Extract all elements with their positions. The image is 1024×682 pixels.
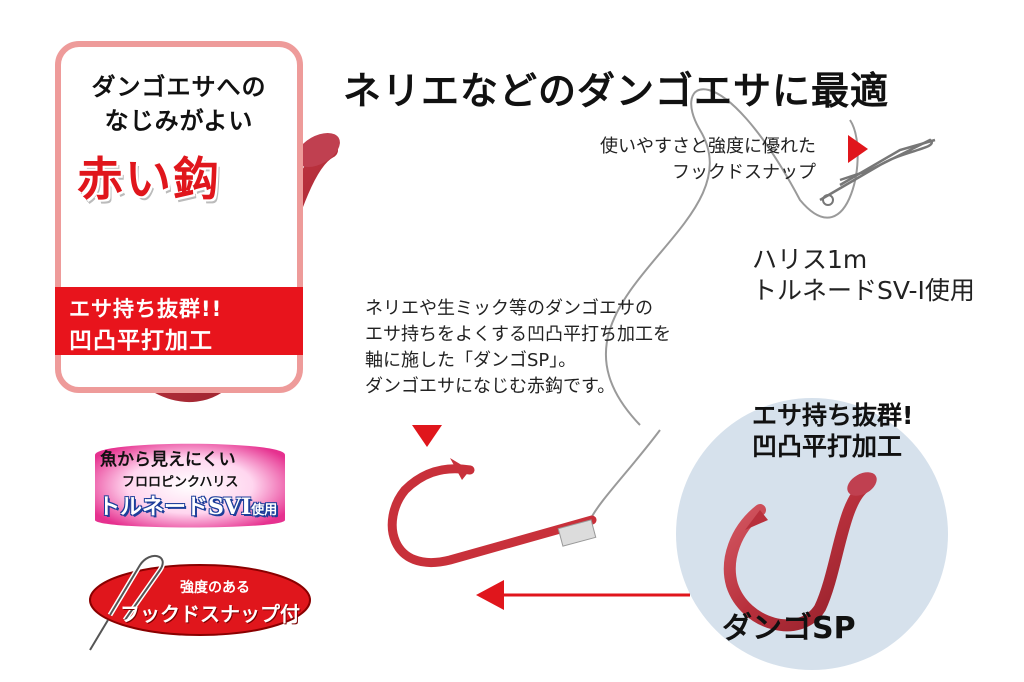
arrow-left-graphic	[476, 580, 690, 610]
badge-line1: 魚から見えにくい	[100, 450, 236, 470]
snap-badge-graphic	[89, 553, 311, 651]
strength-line2: 凹凸平打加工	[752, 432, 903, 462]
snap-badge-line2: フックドスナップ付	[120, 602, 300, 626]
snap-note-line1: 使いやすさと強度に優れた	[600, 136, 816, 157]
band-line2: 凹凸平打加工	[69, 328, 213, 354]
hook-model-label: ダンゴSP	[722, 611, 856, 646]
bait-note-line: エサ持ちをよくする凹凸平打ち加工を	[365, 324, 671, 346]
badge-line3-model: SVⅠ	[208, 494, 252, 520]
panel-caption-line2: なじみがよい	[104, 107, 254, 135]
snap-pointer-icon	[848, 135, 868, 163]
panel-title: 赤い鈎	[77, 152, 221, 206]
hook-pointer-icon	[412, 425, 442, 447]
snap-note-line2: フックドスナップ	[672, 162, 816, 184]
line-badge: 魚から見えにくい フロロピンクハリス トルネードSVⅠ使用	[92, 443, 282, 527]
band-line1: エサ持ち抜群!!	[69, 297, 223, 321]
line-badge-bg	[95, 443, 285, 528]
badge-line3-brand: トルネード	[98, 495, 209, 520]
feature-panel: ダンゴエサへの なじみがよい 赤い鈎 エサ持ち抜群!! 凹凸平打加工	[55, 41, 303, 393]
badge-line3: トルネードSVⅠ使用	[98, 489, 277, 521]
leader-note: ハリス1m トルネードSV-Ⅰ使用	[752, 244, 975, 307]
strength-caption: エサ持ち抜群! 凹凸平打加工	[752, 400, 913, 463]
snap-graphic	[819, 138, 936, 206]
bait-note-line: 軸に施した「ダンゴSP」。	[365, 350, 577, 372]
bait-note-line: ダンゴエサになじむ赤鈎です。	[365, 376, 616, 398]
leader-note-line1: ハリス1m	[752, 245, 868, 274]
panel-caption-line1: ダンゴエサへの	[91, 73, 267, 101]
badge-line3-use: 使用	[251, 503, 278, 518]
strength-line1: エサ持ち抜群!	[752, 401, 914, 430]
main-hook-graphic	[387, 88, 859, 567]
circle-hook-graphic	[723, 472, 877, 632]
panel-band: エサ持ち抜群!! 凹凸平打加工	[55, 287, 303, 355]
badge-line2: フロロピンクハリス	[122, 475, 239, 490]
snap-note: 使いやすさと強度に優れた フックドスナップ	[600, 134, 816, 186]
leader-note-line2: トルネードSV-Ⅰ使用	[752, 276, 975, 306]
headline: ネリエなどのダンゴエサに最適	[343, 69, 890, 113]
bait-note-line: ネリエや生ミック等のダンゴエサの	[365, 298, 653, 319]
bait-note: ネリエや生ミック等のダンゴエサの エサ持ちをよくする凹凸平打ち加工を 軸に施した…	[365, 296, 671, 400]
snap-badge-line1: 強度のある	[180, 580, 250, 596]
